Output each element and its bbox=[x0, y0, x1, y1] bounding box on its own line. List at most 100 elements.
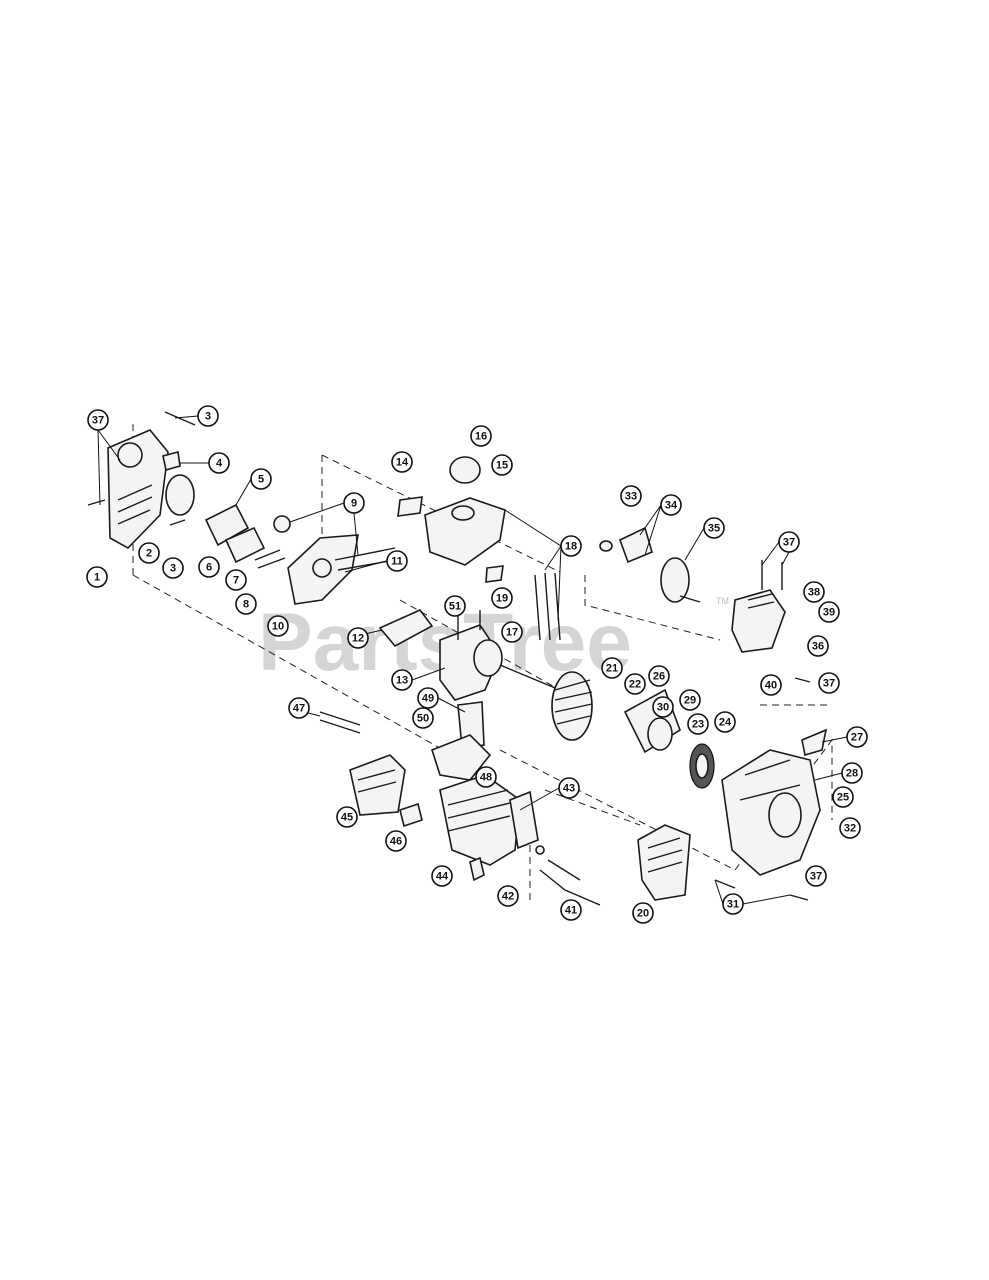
callout-circle bbox=[343, 492, 365, 514]
callout-circle bbox=[267, 615, 289, 637]
callout-circle bbox=[208, 452, 230, 474]
leader-lines bbox=[97, 415, 848, 905]
callout-2: 2 bbox=[138, 542, 160, 564]
callout-circle bbox=[497, 885, 519, 907]
callout-circle bbox=[470, 425, 492, 447]
callout-number: 26 bbox=[653, 671, 665, 683]
callout-number: 22 bbox=[629, 679, 641, 691]
callout-circle bbox=[475, 766, 497, 788]
callout-15: 15 bbox=[491, 454, 513, 476]
callout-33: 33 bbox=[620, 485, 642, 507]
callout-circle bbox=[846, 726, 868, 748]
callout-5: 5 bbox=[250, 468, 272, 490]
callout-circle bbox=[620, 485, 642, 507]
callout-number: 29 bbox=[684, 695, 696, 707]
callout-47: 47 bbox=[288, 697, 310, 719]
callout-number: 37 bbox=[92, 415, 104, 427]
callout-circle bbox=[560, 535, 582, 557]
callout-8: 8 bbox=[235, 593, 257, 615]
callout-3: 3 bbox=[162, 557, 184, 579]
callout-31: 31 bbox=[722, 893, 744, 915]
callout-number: 34 bbox=[665, 500, 678, 512]
ignition-module-part bbox=[509, 790, 601, 906]
callout-circle bbox=[86, 566, 108, 588]
callout-circle bbox=[601, 657, 623, 679]
callout-number: 2 bbox=[146, 548, 152, 560]
callout-37: 37 bbox=[818, 672, 840, 694]
callout-number: 51 bbox=[449, 601, 461, 613]
callout-21: 21 bbox=[601, 657, 623, 679]
callout-circle bbox=[703, 517, 725, 539]
callout-circle bbox=[87, 409, 109, 431]
callout-circle bbox=[336, 806, 358, 828]
callout-38: 38 bbox=[803, 581, 825, 603]
callout-46: 46 bbox=[385, 830, 407, 852]
callout-22: 22 bbox=[624, 673, 646, 695]
callout-circle bbox=[225, 569, 247, 591]
callout-number: 8 bbox=[243, 599, 249, 611]
callout-number: 21 bbox=[606, 663, 618, 675]
callout-circle bbox=[560, 899, 582, 921]
callout-45: 45 bbox=[336, 806, 358, 828]
callout-circle bbox=[501, 621, 523, 643]
callout-26: 26 bbox=[648, 665, 670, 687]
callout-number: 48 bbox=[480, 772, 492, 784]
callout-4: 4 bbox=[208, 452, 230, 474]
callout-number: 44 bbox=[436, 871, 449, 883]
callout-41: 41 bbox=[560, 899, 582, 921]
callout-32: 32 bbox=[839, 817, 861, 839]
callout-circle bbox=[714, 711, 736, 733]
callout-number: 20 bbox=[637, 908, 649, 920]
callout-circle bbox=[417, 687, 439, 709]
callout-circle bbox=[818, 601, 840, 623]
callout-number: 25 bbox=[837, 792, 849, 804]
callout-number: 45 bbox=[341, 812, 353, 824]
callout-circle bbox=[235, 593, 257, 615]
callout-number: 46 bbox=[390, 836, 402, 848]
clutch-housing-part bbox=[599, 526, 811, 683]
callout-circle bbox=[162, 557, 184, 579]
callout-circle bbox=[660, 494, 682, 516]
callout-circle bbox=[385, 830, 407, 852]
callout-number: 41 bbox=[565, 905, 577, 917]
callout-34: 34 bbox=[660, 494, 682, 516]
callout-circle bbox=[386, 550, 408, 572]
callout-42: 42 bbox=[497, 885, 519, 907]
callout-37: 37 bbox=[87, 409, 109, 431]
callout-number: 16 bbox=[475, 431, 487, 443]
callout-43: 43 bbox=[558, 777, 580, 799]
callout-circle bbox=[412, 707, 434, 729]
callout-circle bbox=[632, 902, 654, 924]
callout-circle bbox=[839, 817, 861, 839]
callout-48: 48 bbox=[475, 766, 497, 788]
callout-circle bbox=[197, 405, 219, 427]
callout-50: 50 bbox=[412, 707, 434, 729]
callout-36: 36 bbox=[807, 635, 829, 657]
callout-circle bbox=[431, 865, 453, 887]
callout-number: 27 bbox=[851, 732, 863, 744]
callout-number: 31 bbox=[727, 899, 739, 911]
callout-35: 35 bbox=[703, 517, 725, 539]
callout-number: 10 bbox=[272, 621, 284, 633]
callout-number: 3 bbox=[205, 411, 211, 423]
air-filter-cover-part bbox=[87, 411, 196, 549]
callout-circle bbox=[288, 697, 310, 719]
callout-24: 24 bbox=[714, 711, 736, 733]
callout-9: 9 bbox=[343, 492, 365, 514]
callout-number: 36 bbox=[812, 641, 824, 653]
callout-16: 16 bbox=[470, 425, 492, 447]
callout-number: 37 bbox=[823, 678, 835, 690]
callout-12: 12 bbox=[347, 627, 369, 649]
callout-number: 37 bbox=[810, 871, 822, 883]
callout-circle bbox=[624, 673, 646, 695]
callout-51: 51 bbox=[444, 595, 466, 617]
callout-number: 40 bbox=[765, 680, 777, 692]
callout-circle bbox=[250, 468, 272, 490]
callout-11: 11 bbox=[386, 550, 408, 572]
callout-30: 30 bbox=[652, 696, 674, 718]
callout-number: 49 bbox=[422, 693, 434, 705]
callout-number: 38 bbox=[808, 587, 820, 599]
callout-number: 14 bbox=[396, 457, 409, 469]
callout-circle bbox=[807, 635, 829, 657]
